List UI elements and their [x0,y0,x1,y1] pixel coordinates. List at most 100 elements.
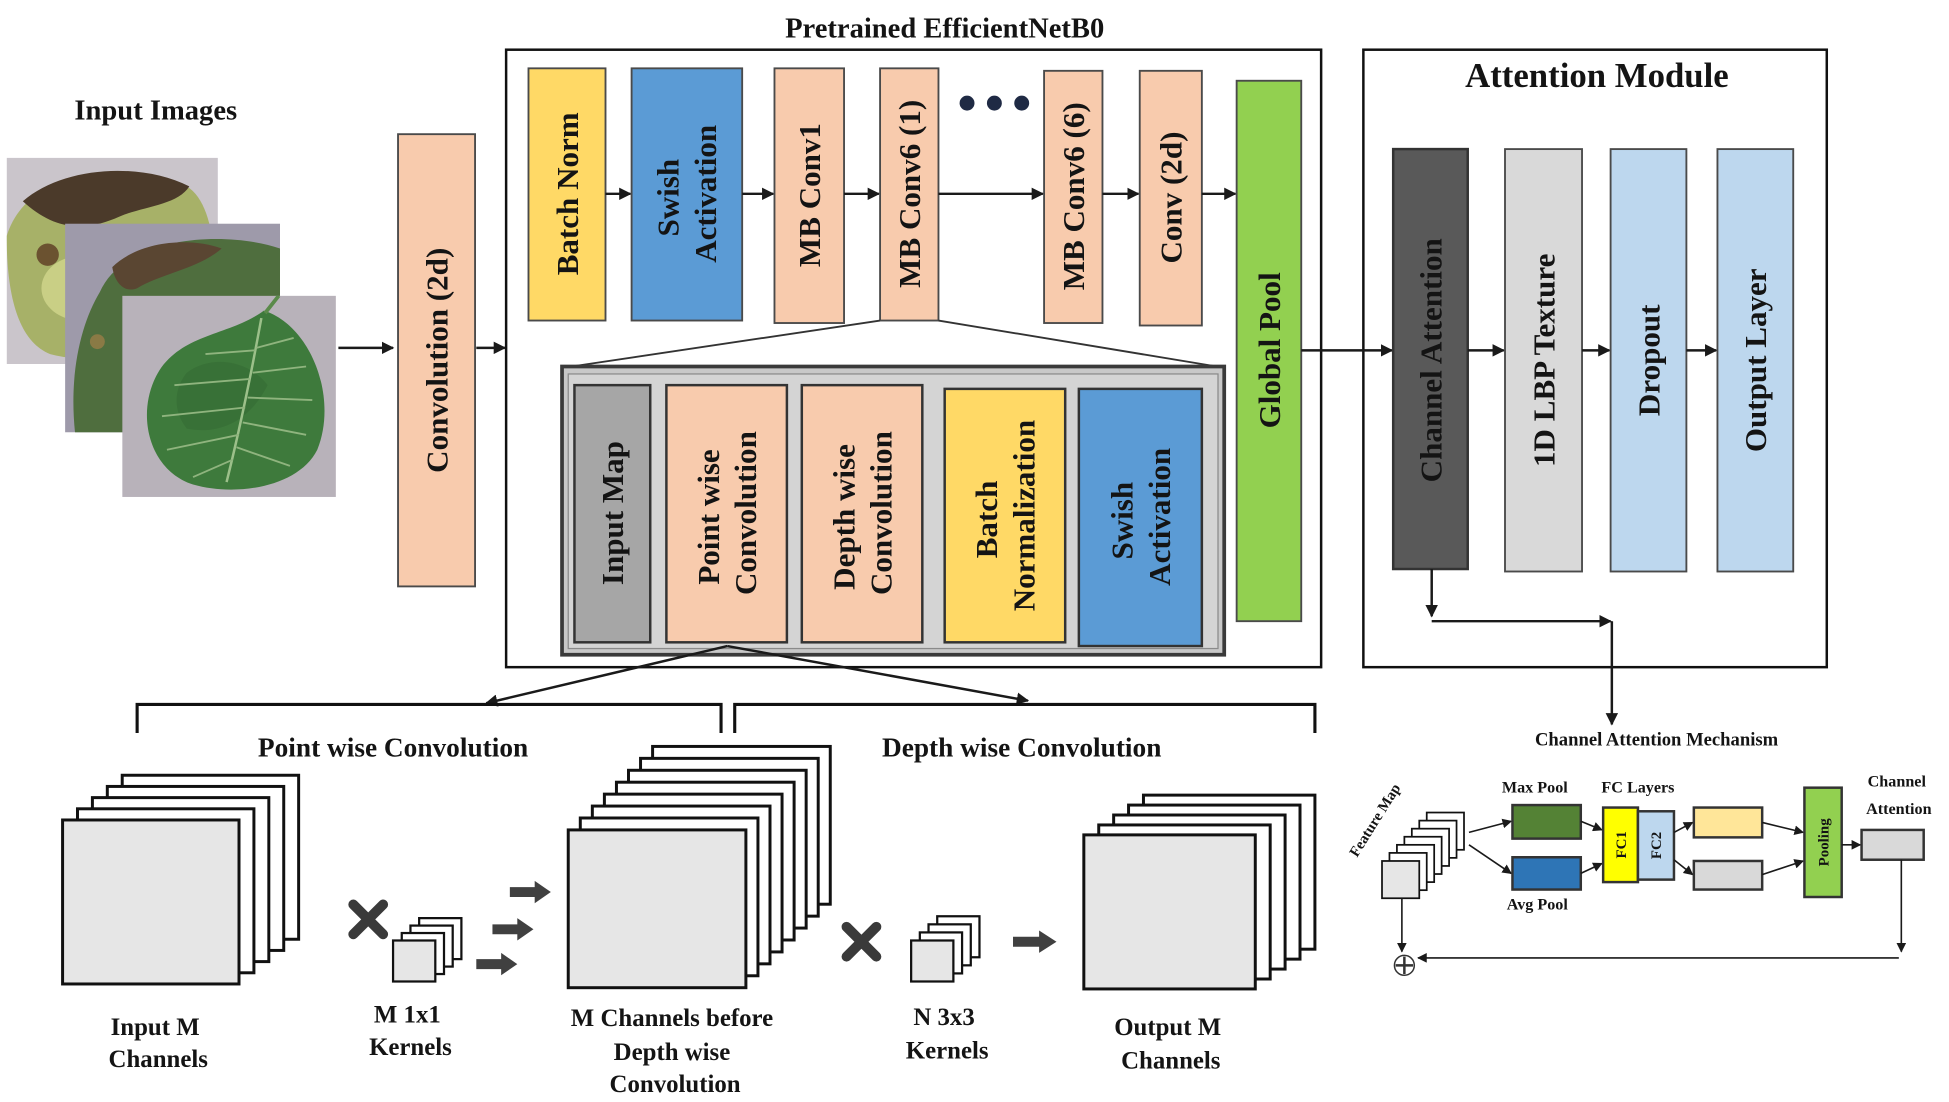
leaf-image-1-spot [36,243,59,266]
add-icon [1393,954,1416,977]
mbconv-detail-panel: Input Map Point wise Convolution Depth w… [560,364,1227,657]
output-layer-label: Output Layer [1738,268,1773,452]
mechanism-output-label-line1: Channel [1868,773,1927,790]
lbp-texture-block: 1D LBP Texture [1504,148,1583,573]
input-map-block: Input Map [573,383,652,644]
m-1x1-kernels-stack-front-card [391,939,437,983]
upper-feature-box [1692,806,1764,839]
ellipsis-dot [986,95,1002,111]
pointwise-convolution-label: Point wise Convolution [691,431,763,595]
mechanism-title: Channel Attention Mechanism [1535,729,1779,750]
arrow-fc-to-upper [1673,821,1694,834]
multiply-icon-stroke [841,921,882,962]
depthwise-label-line2: Convolution [864,431,899,595]
arrow-to-max-pool [1468,818,1513,834]
mbconv6-last-label: MB Conv6 (6) [1056,102,1091,290]
fc1-label: FC1 [1614,831,1630,858]
mbconv6-first-box [879,67,940,322]
arrow-upper-to-pooling [1761,821,1805,836]
swish-activation-label: Swish Activation [651,125,723,263]
mbconv6-last-box [1043,69,1104,324]
block-arrow [509,880,551,904]
input-map-label: Input Map [595,441,630,585]
m-1x1-kernels-stack [391,917,463,983]
mbconv6-first-label: MB Conv6 (1) [892,100,927,288]
leaf-image-3-stem [263,295,281,315]
leaf-image-3-midrib [225,317,263,483]
input-channels-stack-front-card [61,818,241,986]
detail-swish-activation-block: Swish Activation [1077,387,1204,648]
pooling-block: Pooling [1803,786,1843,899]
multiply-icon [348,899,389,940]
input-channels-label-line2: Channels [109,1046,209,1073]
output-channels-label: Output M Channels [1114,1014,1227,1075]
pointwise-section-title: Point wise Convolution [258,733,528,763]
batch-norm-block: Batch Norm [527,67,607,322]
m-1x1-kernels-label-line1: M 1x1 [374,1001,441,1028]
mbconv1-label: MB Conv1 [792,123,827,267]
detail-swish-label-line2: Activation [1142,448,1177,586]
max-pool-label: Max Pool [1502,780,1568,797]
output-layer-box [1716,148,1795,573]
intermediate-channels-label-line3: Convolution [610,1071,741,1098]
batch-normalization-label-line2: Normalization [1006,420,1041,611]
stem-convolution-block: Convolution (2d) [397,133,476,588]
conv2d-box [1138,69,1203,327]
mbconv1-block: MB Conv1 [773,67,845,324]
pointwise-convolution-block: Point wise Convolution [665,383,789,644]
pointwise-label-line2: Convolution [728,431,763,595]
avg-pool-label: Avg Pool [1507,896,1569,913]
efficientnet-title: Pretrained EfficientNetB0 [785,13,1104,44]
batch-normalization-block: Batch Normalization [943,387,1067,644]
swish-activation-box [630,67,744,322]
output-layer-block: Output Layer [1716,148,1795,573]
intermediate-channels-label-line1: M Channels before [571,1005,773,1032]
n-3x3-kernels-stack [910,915,981,983]
channel-attention-label: Channel Attention [1413,238,1448,482]
fc-layers-label: FC Layers [1601,780,1674,797]
arrow-fc-to-lower [1673,859,1694,876]
intermediate-channels-stack [566,744,832,990]
leaf-image-2-brown-patch [112,242,222,290]
swish-activation-label-line2: Activation [688,125,723,263]
global-pool-label: Global Pool [1252,272,1287,428]
pooling-label: Pooling [1816,818,1832,867]
fc1-box [1601,806,1640,884]
batch-normalization-label: Batch Normalization [969,420,1041,611]
multiply-icon [841,921,882,962]
block-arrow [476,952,518,976]
fc1-block: FC1 [1601,806,1640,884]
n-3x3-kernels-stack-front-card [910,939,955,983]
mechanism-output-label: Channel Attention [1866,773,1931,817]
depthwise-bracket [733,702,1317,734]
depthwise-label-line1: Depth wise [826,444,861,590]
detail-swish-label-line1: Swish [1105,482,1140,560]
n-3x3-kernels-label-line1: N 3x3 [913,1004,974,1031]
input-channels-stack [61,773,301,986]
stem-convolution-box [397,133,476,588]
feature-map-stack [1381,811,1465,900]
feature-map-stack-front-card [1381,860,1421,900]
pointwise-convolution-box [665,383,789,644]
leaf-image-3-veins [161,337,313,478]
avg-pool-box [1511,856,1583,891]
dropout-box [1609,148,1688,573]
output-channels-label-line2: Channels [1121,1047,1221,1074]
multiply-icon-stroke [348,899,389,940]
mechanism-output-label-line2: Attention [1866,801,1931,818]
block-arrow [492,918,534,941]
expansion-line-right [938,319,1225,369]
pooling-box [1803,786,1843,899]
depthwise-convolution-block: Depth wise Convolution [800,383,924,644]
detail-swish-activation-box [1077,387,1204,648]
stem-convolution-label: Convolution (2d) [419,248,454,473]
output-channels-label-line1: Output M [1114,1014,1221,1041]
n-3x3-kernels-label-line2: Kernels [906,1038,989,1065]
global-pool-block: Global Pool [1235,79,1303,623]
feature-map-label: Feature Map [1347,781,1404,860]
fc2-label: FC2 [1649,832,1665,859]
detail-swish-activation-label: Swish Activation [1105,448,1177,586]
leaf-image-1-brown-edge [22,170,190,227]
batch-normalization-label-line1: Batch [969,481,1004,559]
